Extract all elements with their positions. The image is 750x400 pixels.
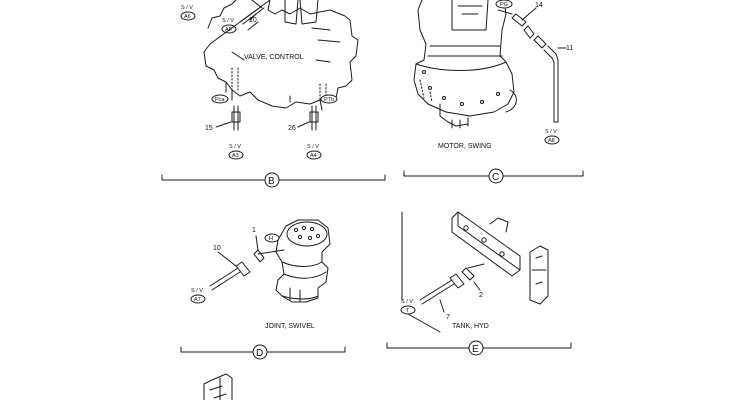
part-number-14: 14 xyxy=(535,2,543,9)
section-label-c: C xyxy=(492,172,499,183)
sv-code: T xyxy=(406,308,410,314)
sv-callout-a8: S / V A8 xyxy=(544,129,560,145)
part-number-7: 7 xyxy=(446,314,450,321)
sv-label: S / V xyxy=(401,299,413,305)
section-label-d: D xyxy=(256,348,263,359)
control-valve-body xyxy=(203,0,359,109)
section-label-e: E xyxy=(472,344,479,355)
motor-swing-panel: PG 14 11 S / V A8 MOTOR, SWING C xyxy=(403,0,584,184)
valve-control-caption: VALVE, CONTROL xyxy=(244,54,304,61)
sv-label: S / V xyxy=(307,144,319,150)
part-number-10: 10 xyxy=(213,245,221,252)
hyd-tank-bracket xyxy=(451,211,521,277)
sv-callout-a5: S / V A5 xyxy=(221,18,237,34)
svg-text:PTb: PTb xyxy=(324,97,334,103)
sv-code: A4 xyxy=(310,153,317,159)
part-number-26: 26 xyxy=(288,125,296,132)
part-number-10: 10 xyxy=(249,17,257,24)
sv-label: S / V xyxy=(181,5,193,11)
svg-text:PG: PG xyxy=(500,2,508,8)
sv-callout-a6: S / V A6 xyxy=(180,5,196,21)
part-number-15: 15 xyxy=(205,125,213,132)
sv-code: A5 xyxy=(225,27,232,33)
joint-swivel-panel: H 1 10 S / V A7 JOINT, SWIVEL D xyxy=(180,219,346,360)
port-pca: Pca xyxy=(211,94,229,104)
port-ptb: PTb xyxy=(320,94,338,104)
sv-code: A6 xyxy=(184,14,191,20)
tank-hyd-panel: 2 7 S / V T TANK, HYD E xyxy=(386,211,572,356)
port-h: H xyxy=(264,233,280,243)
sv-label: S / V xyxy=(191,288,203,294)
section-label-b: B xyxy=(268,176,275,187)
sv-label: S / V xyxy=(545,129,557,135)
sv-label: S / V xyxy=(222,18,234,24)
sv-callout-t: S / V T xyxy=(400,299,416,315)
sv-callout-a4: S / V A4 xyxy=(306,144,322,160)
valve-control-panel: VALVE, CONTROL S / V A6 S / V A5 S / V A… xyxy=(161,0,386,188)
sv-label: S / V xyxy=(229,144,241,150)
part-number-2: 2 xyxy=(479,292,483,299)
joint-swivel-caption: JOINT, SWIVEL xyxy=(265,323,315,330)
motor-swing-caption: MOTOR, SWING xyxy=(438,143,492,150)
part-number-11: 11 xyxy=(566,45,573,52)
sv-code: A3 xyxy=(232,153,239,159)
tank-hyd-caption: TANK, HYD xyxy=(452,323,489,330)
swivel-joint-body xyxy=(275,219,331,303)
swing-motor-body xyxy=(413,0,515,117)
sv-code: A8 xyxy=(548,138,555,144)
sv-callout-a3: S / V A3 xyxy=(228,144,244,160)
part-number-1: 1 xyxy=(252,227,256,234)
svg-text:H: H xyxy=(269,236,273,242)
sv-code: A7 xyxy=(194,297,201,303)
partial-bracket-drawing xyxy=(203,373,233,400)
port-pg: PG xyxy=(495,0,513,9)
svg-text:Pca: Pca xyxy=(215,97,225,103)
sv-callout-a7: S / V A7 xyxy=(190,288,206,304)
